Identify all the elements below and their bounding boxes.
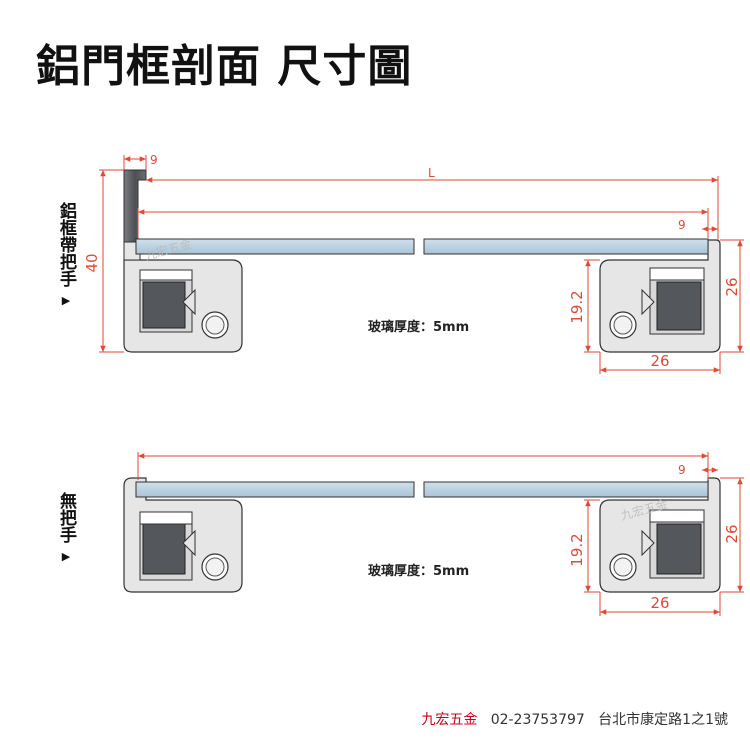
dim-channel-height: 19.2 [568,533,586,566]
dim-profile-width: 26 [650,352,669,370]
glass-pane-left [135,481,415,498]
right-frame-profile [599,239,721,353]
dim-lip-top: 9 [150,153,158,167]
dim-length: L [428,166,435,180]
glass-pane-left [135,238,415,255]
dim-profile-width: 26 [650,594,669,612]
dim-channel-height: 19.2 [568,290,586,323]
dim-profile-height: 26 [723,277,741,296]
dim-profile-height: 26 [723,524,741,543]
footer-brand: 九宏五金 [421,712,478,728]
right-frame-profile [599,477,721,593]
glass-pane-right [423,238,709,255]
label-arrow: ▶ [61,294,71,307]
glass-note: 玻璃厚度：5mm [368,319,469,335]
diagram-with-handle: 9 L 9 40 19.2 26 26 玻璃厚度：5mm 九 [83,153,744,374]
glass-pane-right [423,481,709,498]
left-frame-profile [123,477,243,593]
page-title: 鋁門框剖面 尺寸圖 [36,41,413,92]
footer: 九宏五金 02-23753797 台北市康定路1之1號 [421,709,728,729]
label-without-handle: 無把手 ▶ [54,492,78,568]
label-with-handle: 鋁框帶把手 ▶ [54,202,78,312]
footer-phone: 02-23753797 [490,712,585,728]
diagram-without-handle: 9 19.2 26 26 玻璃厚度：5mm 九宏五金 [123,452,744,616]
dim-height-total: 40 [83,253,101,272]
left-frame-profile [123,241,243,353]
label-without-handle-text: 無把手 [56,492,76,543]
footer-address: 台北市康定路1之1號 [598,712,728,728]
dim-lip-right: 9 [678,218,686,232]
label-with-handle-text: 鋁框帶把手 [56,202,76,287]
glass-note: 玻璃厚度：5mm [368,563,469,579]
dim-lip-right: 9 [678,463,686,477]
label-arrow: ▶ [61,550,71,563]
